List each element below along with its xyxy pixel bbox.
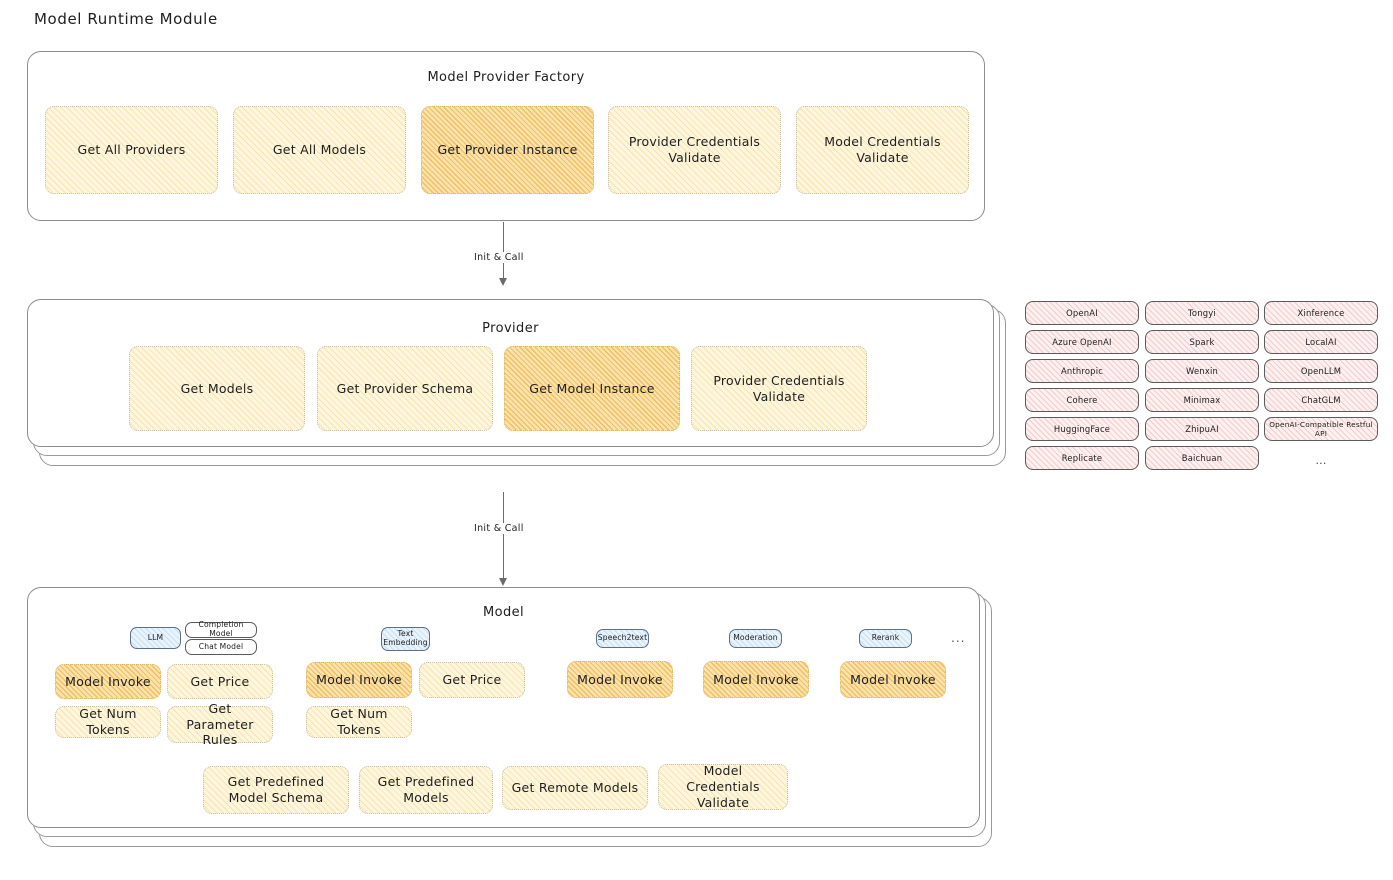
provider-chip-wenxin[interactable]: Wenxin — [1145, 359, 1259, 383]
provider-chip-spark[interactable]: Spark — [1145, 330, 1259, 354]
provider-chip-openllm[interactable]: OpenLLM — [1264, 359, 1378, 383]
model-type-badge-text-embedding[interactable]: Text Embedding — [381, 627, 430, 651]
arrow-provider-to-model-label: Init & Call — [470, 523, 528, 534]
provider-chip-more: ... — [1315, 453, 1327, 467]
provider-title: Provider — [482, 321, 539, 336]
llm-method-get-parameter-rules[interactable]: Get Parameter Rules — [167, 701, 273, 747]
arrow-provider-to-model-line — [503, 492, 504, 580]
model-common-get-predefined-models[interactable]: Get Predefined Models — [359, 766, 493, 814]
arrow-factory-to-provider-head — [499, 278, 507, 286]
factory-item-get-all-providers[interactable]: Get All Providers — [45, 106, 218, 194]
provider-chip-xinference[interactable]: Xinference — [1264, 301, 1378, 325]
factory-item-get-provider-instance[interactable]: Get Provider Instance — [421, 106, 594, 194]
moderation-method-model-invoke[interactable]: Model Invoke — [703, 661, 809, 698]
provider-chip-zhipuai[interactable]: ZhipuAI — [1145, 417, 1259, 441]
arrow-provider-to-model-head — [499, 578, 507, 586]
factory-item-model-credentials-validate[interactable]: Model Credentials Validate — [796, 106, 969, 194]
model-type-badge-llm[interactable]: LLM — [130, 627, 181, 649]
factory-item-provider-credentials-validate[interactable]: Provider Credentials Validate — [608, 106, 781, 194]
model-common-get-predefined-model-schema[interactable]: Get Predefined Model Schema — [203, 766, 349, 814]
provider-chip-chatglm[interactable]: ChatGLM — [1264, 388, 1378, 412]
provider-chip-openai-compatible-restful-api[interactable]: OpenAI-Compatible Restful API — [1264, 417, 1378, 441]
model-title: Model — [482, 605, 525, 620]
provider-chip-minimax[interactable]: Minimax — [1145, 388, 1259, 412]
factory-item-get-all-models[interactable]: Get All Models — [233, 106, 406, 194]
model-common-model-credentials-validate[interactable]: Model Credentials Validate — [658, 763, 788, 810]
provider-chip-cohere[interactable]: Cohere — [1025, 388, 1139, 412]
provider-chip-huggingface[interactable]: HuggingFace — [1025, 417, 1139, 441]
llm-method-get-price[interactable]: Get Price — [167, 664, 273, 699]
text-embedding-method-get-num-tokens[interactable]: Get Num Tokens — [306, 706, 412, 738]
provider-chip-anthropic[interactable]: Anthropic — [1025, 359, 1139, 383]
provider-chip-openai[interactable]: OpenAI — [1025, 301, 1139, 325]
provider-chip-localai[interactable]: LocalAI — [1264, 330, 1378, 354]
provider-chip-azure-openai[interactable]: Azure OpenAI — [1025, 330, 1139, 354]
text-embedding-method-get-price[interactable]: Get Price — [419, 662, 525, 698]
model-subtype-badge-completion-model[interactable]: Completion Model — [185, 620, 257, 638]
provider-item-get-models[interactable]: Get Models — [129, 346, 305, 431]
model-types-more-ellipsis: ... — [951, 631, 966, 645]
speech2text-method-model-invoke[interactable]: Model Invoke — [567, 661, 673, 698]
provider-item-get-provider-schema[interactable]: Get Provider Schema — [317, 346, 493, 431]
arrow-factory-to-provider-label: Init & Call — [470, 252, 528, 263]
model-type-badge-moderation[interactable]: Moderation — [729, 629, 782, 648]
rerank-method-model-invoke[interactable]: Model Invoke — [840, 661, 946, 698]
provider-item-provider-credentials-validate[interactable]: Provider Credentials Validate — [691, 346, 867, 431]
provider-item-get-model-instance[interactable]: Get Model Instance — [504, 346, 680, 431]
model-common-get-remote-models[interactable]: Get Remote Models — [502, 766, 648, 810]
model-provider-factory-title: Model Provider Factory — [427, 70, 585, 85]
model-subtype-badge-chat-model[interactable]: Chat Model — [185, 639, 257, 655]
model-type-badge-speech2text[interactable]: Speech2text — [596, 629, 649, 648]
text-embedding-method-model-invoke[interactable]: Model Invoke — [306, 662, 412, 698]
provider-chip-replicate[interactable]: Replicate — [1025, 446, 1139, 470]
provider-chip-baichuan[interactable]: Baichuan — [1145, 446, 1259, 470]
llm-method-model-invoke[interactable]: Model Invoke — [55, 664, 161, 699]
page-title: Model Runtime Module — [34, 10, 218, 28]
provider-chip-tongyi[interactable]: Tongyi — [1145, 301, 1259, 325]
llm-method-get-num-tokens[interactable]: Get Num Tokens — [55, 706, 161, 738]
model-type-badge-rerank[interactable]: Rerank — [859, 629, 912, 648]
arrow-factory-to-provider-line — [503, 222, 504, 280]
